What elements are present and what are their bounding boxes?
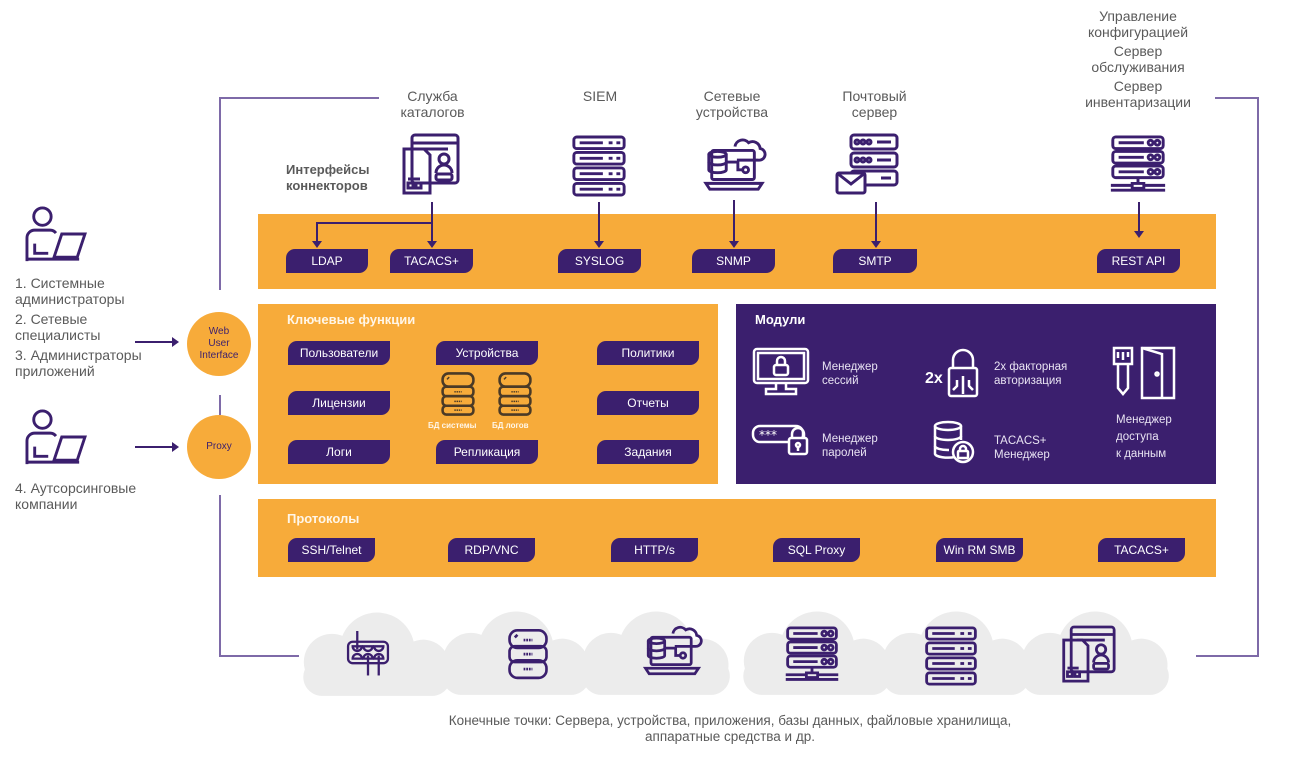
frame-right-vertical <box>1257 97 1259 657</box>
frame-left-bottom <box>219 655 299 657</box>
modules-title: Модули <box>755 312 806 327</box>
server-rack-icon <box>922 626 980 686</box>
protocols-title: Протоколы <box>287 511 360 526</box>
protocol-ssh-telnet[interactable]: SSH/Telnet <box>288 538 375 562</box>
protocol-winrm-smb[interactable]: Win RM SMB <box>936 538 1023 562</box>
frame-left-vertical-mid <box>219 395 221 415</box>
network-device-icon <box>640 620 704 680</box>
svg-text:***: *** <box>759 428 777 442</box>
database-lock-icon <box>933 420 975 464</box>
arrow-catalog-ldap <box>312 222 322 248</box>
function-devices[interactable]: Устройства <box>436 341 538 365</box>
function-policies[interactable]: Политики <box>597 341 699 365</box>
server-network-icon <box>1108 135 1168 197</box>
arrow-mail <box>871 202 881 248</box>
system-database-icon <box>439 372 477 416</box>
system-database-label: БД системы <box>428 421 477 430</box>
proxy-access-point[interactable]: Proxy <box>187 415 251 479</box>
two-factor-prefix: 2x <box>925 370 943 387</box>
user-laptop-icon <box>20 408 90 466</box>
frame-right-bottom <box>1196 655 1259 657</box>
arrow-users-to-proxy <box>135 442 179 452</box>
arrow-network <box>729 200 739 248</box>
function-reports[interactable]: Отчеты <box>597 391 699 415</box>
key-door-icon <box>1112 346 1176 400</box>
directory-user-icon <box>1060 625 1116 685</box>
connector-syslog[interactable]: SYSLOG <box>558 249 641 273</box>
arrow-rest <box>1134 202 1144 238</box>
monitor-lock-icon <box>752 347 810 396</box>
function-logs[interactable]: Логи <box>288 440 390 464</box>
frame-right-top <box>1215 97 1259 99</box>
frame-left-vertical-bottom <box>219 495 221 657</box>
mail-server-icon <box>835 133 901 197</box>
frame-left-vertical-top <box>219 97 221 290</box>
key-functions-title: Ключевые функции <box>287 312 416 327</box>
network-switch-icon <box>345 625 391 683</box>
source-siem-label: SIEM <box>582 88 618 104</box>
function-tasks[interactable]: Задания <box>597 440 699 464</box>
logs-database-label: БД логов <box>492 421 529 430</box>
password-lock-icon: *** <box>751 424 809 456</box>
module-tacacs-manager: TACACS+Менеджер <box>994 435 1050 461</box>
protocol-rdp-vnc[interactable]: RDP/VNC <box>448 538 535 562</box>
function-licenses[interactable]: Лицензии <box>288 391 390 415</box>
arrow-users-to-web-ui <box>135 337 179 347</box>
protocol-sql-proxy[interactable]: SQL Proxy <box>773 538 860 562</box>
frame-left-top <box>219 97 379 99</box>
connector-rest-api[interactable]: REST API <box>1097 249 1180 273</box>
function-replication[interactable]: Репликация <box>436 440 538 464</box>
connector-ldap[interactable]: LDAP <box>286 249 368 273</box>
function-users[interactable]: Пользователи <box>288 341 390 365</box>
protocol-tacacs[interactable]: TACACS+ <box>1098 538 1185 562</box>
network-device-icon <box>700 133 768 195</box>
database-icon <box>506 628 550 682</box>
directory-user-icon <box>400 133 460 197</box>
connector-smtp[interactable]: SMTP <box>833 249 917 273</box>
padlock-circuit-icon <box>947 348 979 398</box>
logs-database-icon <box>496 372 534 416</box>
arrow-catalog-branch <box>316 222 433 224</box>
endpoints-caption: Конечные точки: Сервера, устройства, при… <box>448 713 1012 744</box>
server-network-icon <box>783 626 841 686</box>
connector-tacacs[interactable]: TACACS+ <box>390 249 473 273</box>
server-rack-icon <box>570 135 628 197</box>
protocols-bar <box>258 499 1216 577</box>
connector-snmp[interactable]: SNMP <box>692 249 775 273</box>
protocol-http[interactable]: HTTP/s <box>611 538 698 562</box>
user-laptop-icon <box>20 205 90 263</box>
arrow-siem <box>594 202 604 248</box>
